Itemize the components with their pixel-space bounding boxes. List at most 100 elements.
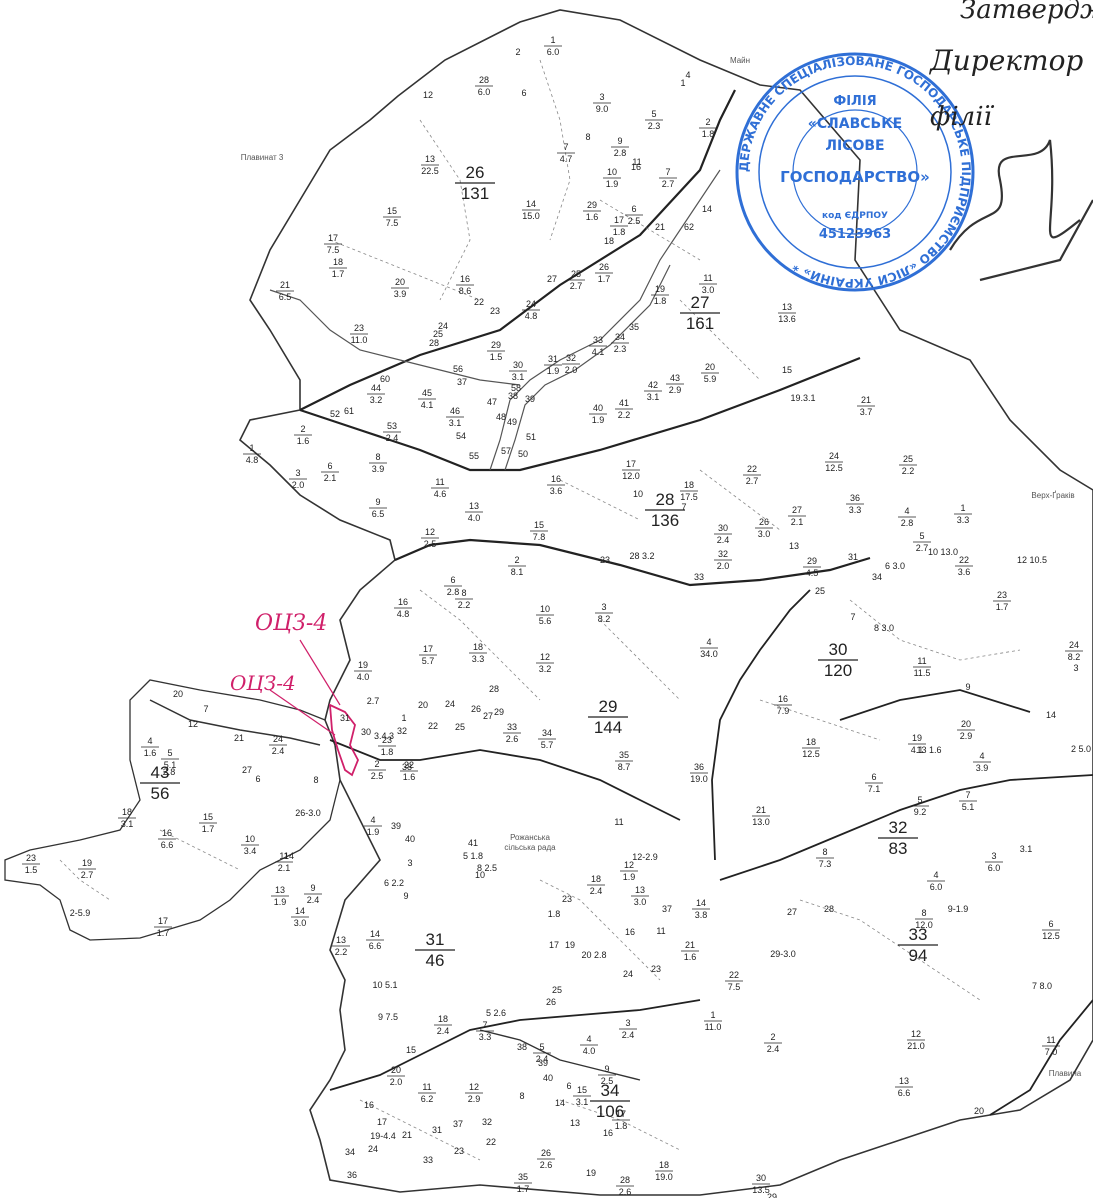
section-31-area: 1.9	[547, 366, 560, 376]
section-number-59: 20	[418, 700, 428, 710]
section-106-area: 1.7	[202, 824, 215, 834]
section-number-136: 2.8	[163, 767, 176, 777]
section-75-area: 1.7	[996, 602, 1009, 612]
section-147-num: 29	[767, 1192, 777, 1198]
section-number-65: 28	[489, 684, 499, 694]
section-number-3: 1	[680, 78, 685, 88]
section-number-116: 38	[517, 1042, 527, 1052]
quarter-29-area: 144	[594, 718, 622, 737]
section-112-num: 14	[295, 906, 305, 916]
section-94-num: 4	[370, 815, 375, 825]
section-94-area: 1.9	[367, 827, 380, 837]
section-41-num: 21	[861, 395, 871, 405]
section-number-133: 7	[203, 704, 208, 714]
section-43-num: 2	[300, 424, 305, 434]
quarter-26-num: 26	[466, 163, 485, 182]
section-54-num: 25	[903, 454, 913, 464]
section-80-num: 19	[358, 660, 368, 670]
section-34-num: 43	[670, 373, 680, 383]
stamp-line3: ЛІСОВЕ	[825, 138, 884, 154]
quarter-divider-5	[711, 589, 811, 861]
section-119-num: 13	[635, 885, 645, 895]
section-69-area: 2.0	[717, 561, 730, 571]
section-79-area: 34.0	[700, 649, 718, 659]
section-119-area: 3.0	[634, 897, 647, 907]
section-41-area: 3.7	[860, 407, 873, 417]
section-98-num: 5	[917, 795, 922, 805]
section-126-num: 22	[729, 970, 739, 980]
quarter-divider-9	[989, 999, 1093, 1116]
section-29-area: 1.5	[490, 352, 503, 362]
section-121-num: 21	[685, 940, 695, 950]
section-38-area: 3.1	[449, 418, 462, 428]
section-62-area: 2.5	[424, 539, 437, 549]
section-18-num: 20	[395, 277, 405, 287]
section-number-23: 48	[496, 412, 506, 422]
section-number-18: 37	[457, 377, 467, 387]
place-rada-1: Рожанська	[510, 833, 550, 842]
section-104-area: 3.4	[244, 846, 257, 856]
section-24-area: 4.8	[525, 311, 538, 321]
section-46-area: 3.9	[372, 464, 385, 474]
section-73-num: 10	[540, 604, 550, 614]
section-49-num: 24	[829, 451, 839, 461]
section-101-num: 5	[167, 748, 172, 758]
section-70-num: 29	[807, 556, 817, 566]
section-83-num: 33	[507, 722, 517, 732]
section-16-num: 18	[333, 257, 343, 267]
section-102-num: 24	[273, 734, 283, 744]
section-137-area: 2.9	[468, 1094, 481, 1104]
section-132-area: 2.5	[601, 1076, 614, 1086]
handwriting-line3: філії	[930, 102, 995, 132]
section-number-95: 28	[824, 904, 834, 914]
stamp-line2: «СЛАВСЬКЕ	[808, 116, 902, 132]
section-95-num: 36	[694, 762, 704, 772]
section-72-num: 16	[398, 597, 408, 607]
section-27-area: 4.1	[592, 347, 605, 357]
section-21-area: 1.7	[598, 274, 611, 284]
section-50-num: 17	[626, 459, 636, 469]
section-number-115: 36	[347, 1170, 357, 1180]
section-80-area: 4.0	[357, 672, 370, 682]
section-87-num: 16	[778, 694, 788, 704]
section-45-area: 2.1	[324, 473, 337, 483]
quarter-divider-4	[329, 739, 681, 821]
section-number-4: 12	[423, 90, 433, 100]
road-1	[489, 169, 721, 471]
section-128-area: 3.3	[479, 1032, 492, 1042]
section-145-num: 28	[620, 1175, 630, 1185]
section-31-num: 31	[548, 354, 558, 364]
section-49-area: 12.5	[825, 463, 843, 473]
section-74-num: 3	[601, 602, 606, 612]
section-33-num: 20	[705, 362, 715, 372]
forest-outer-boundary	[239, 9, 1093, 1196]
section-67-num: 6	[450, 575, 455, 585]
section-117-num: 12	[624, 860, 634, 870]
section-1-area: 6.0	[478, 87, 491, 97]
section-number-20: 38	[508, 391, 518, 401]
quarter-29-num: 29	[599, 697, 618, 716]
section-111-area: 1.9	[274, 897, 287, 907]
section-92-area: 2.5	[371, 771, 384, 781]
section-58-area: 2.1	[791, 517, 804, 527]
quarter-divider-1	[299, 89, 736, 411]
section-number-68: 30	[361, 727, 371, 737]
section-15-num: 17	[328, 233, 338, 243]
section-73-area: 5.6	[539, 616, 552, 626]
section-141-num: 15	[577, 1085, 587, 1095]
section-93-num: 22	[404, 760, 414, 770]
section-9-num: 7	[665, 167, 670, 177]
stamp-line5: код ЄДРПОУ	[822, 211, 888, 221]
section-number-0: 2	[515, 47, 520, 57]
section-number-15: 25	[433, 329, 443, 339]
section-134-num: 2	[770, 1032, 775, 1042]
quarter-27-area: 161	[686, 314, 714, 333]
quarter-28-num: 28	[656, 490, 675, 509]
section-42-area: 4.8	[246, 455, 259, 465]
section-52-num: 18	[684, 480, 694, 490]
section-number-69: 32	[397, 726, 407, 736]
section-22-area: 3.0	[702, 285, 715, 295]
section-57-num: 15	[534, 520, 544, 530]
section-135-area: 2.0	[390, 1077, 403, 1087]
handwriting-line1: Затверджую	[960, 0, 1093, 25]
